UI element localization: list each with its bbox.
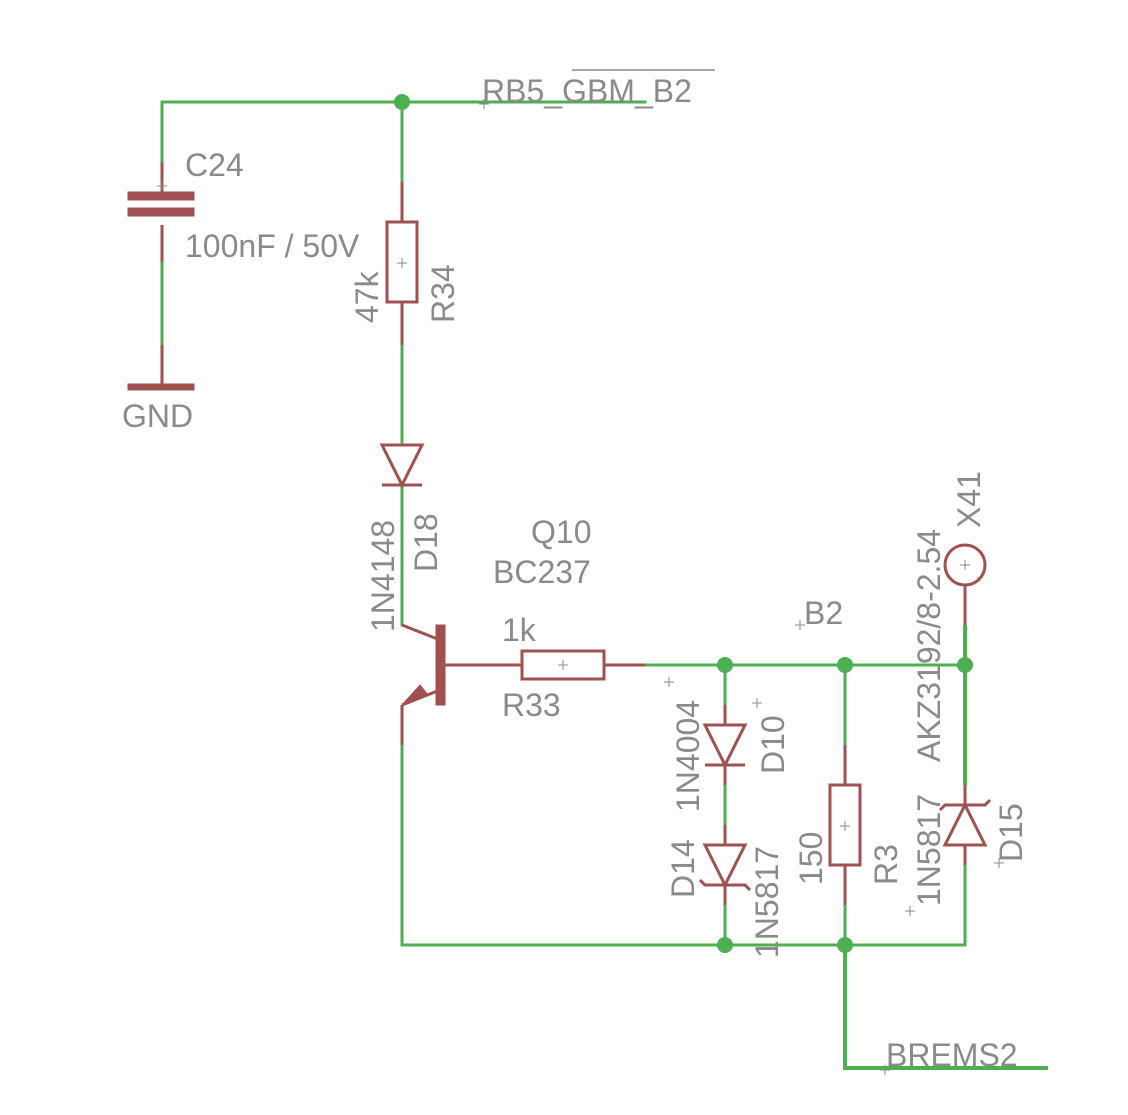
resistor-r34-symbol[interactable] — [385, 182, 419, 345]
wire-emitter-return — [400, 743, 967, 947]
junctions — [394, 94, 973, 953]
junction-dot — [717, 657, 733, 673]
net-label-rb5-gbm-b2: RB5_GBM_B2 — [482, 73, 692, 109]
d15-value: 1N5817 — [911, 794, 947, 906]
x41-name: X41 — [951, 471, 987, 528]
capacitor-c24-symbol[interactable] — [127, 162, 195, 262]
wires — [160, 100, 1048, 1070]
resistor-r33-symbol[interactable] — [520, 649, 645, 681]
d14-name: D14 — [665, 839, 701, 898]
labels: RB5_GBM_B2 GND B2 BREMS2 C24 100nF / 50V… — [122, 69, 1029, 1073]
junction-dot — [394, 94, 410, 110]
d10-name: D10 — [755, 715, 791, 774]
transistor-q10-symbol[interactable] — [400, 623, 522, 745]
net-label-brems2: BREMS2 — [886, 1037, 1018, 1073]
resistor-r3-symbol[interactable] — [828, 745, 862, 905]
c24-value: 100nF / 50V — [185, 228, 360, 264]
junction-dot — [837, 657, 853, 673]
diode-d10-symbol[interactable] — [702, 705, 748, 785]
wire-brems2 — [843, 945, 1048, 1070]
d18-name: D18 — [408, 513, 444, 572]
r33-name: R33 — [502, 687, 561, 723]
r3-name: R3 — [868, 844, 904, 885]
d10-value: 1N4004 — [670, 700, 706, 812]
origin-markers — [157, 99, 1004, 1075]
c24-name: C24 — [185, 147, 244, 183]
r3-value: 150 — [793, 832, 829, 885]
q10-name: Q10 — [531, 514, 591, 550]
r33-value: 1k — [502, 612, 537, 648]
junction-dot — [957, 657, 973, 673]
junction-dot — [717, 937, 733, 953]
d14-value: 1N5817 — [749, 846, 785, 958]
diode-d18-symbol[interactable] — [379, 443, 425, 489]
x41-value: AKZ3192/8-2.54 — [911, 529, 947, 762]
net-label-gnd: GND — [122, 398, 193, 434]
r34-name: R34 — [425, 264, 461, 323]
diode-d14-symbol[interactable] — [698, 825, 752, 905]
q10-value: BC237 — [493, 554, 591, 590]
diode-d15-symbol[interactable] — [938, 785, 992, 865]
d15-name: D15 — [993, 803, 1029, 862]
gnd-symbol — [127, 345, 195, 391]
connector-x41-symbol[interactable] — [943, 543, 987, 625]
junction-dot — [837, 937, 853, 953]
d18-value: 1N4148 — [365, 520, 401, 632]
r34-value: 47k — [349, 270, 385, 323]
net-label-b2: B2 — [804, 595, 843, 631]
